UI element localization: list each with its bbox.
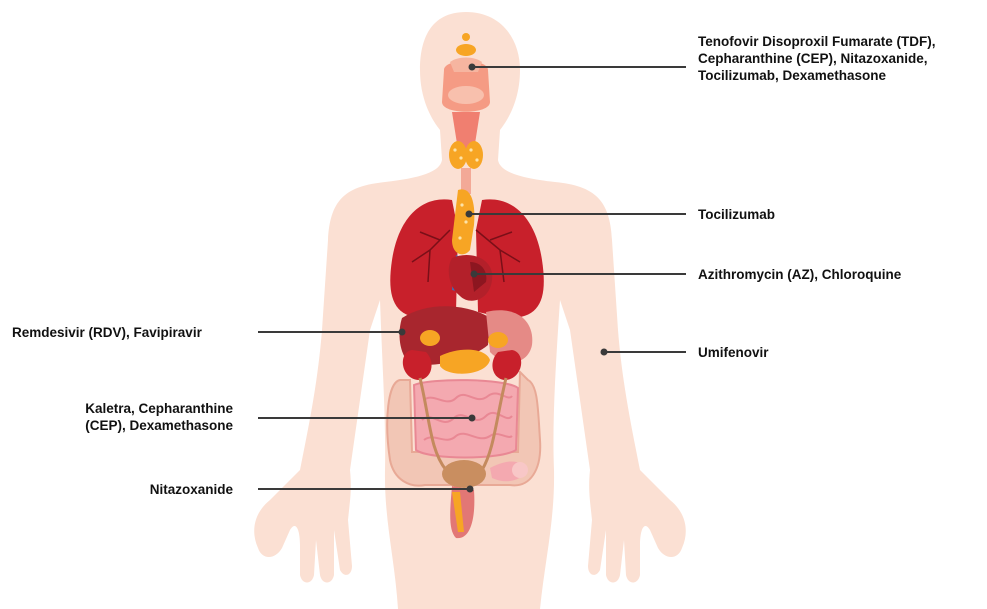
label-intestine: Kaletra, Cepharanthine (CEP), Dexamethas… [85, 400, 233, 434]
label-bladder: Nitazoxanide [150, 481, 233, 498]
label-head-line3: Tocilizumab, Dexamethasone [698, 67, 936, 84]
label-body: Umifenovir [698, 344, 769, 361]
label-liver: Remdesivir (RDV), Favipiravir [12, 324, 202, 341]
label-heart: Azithromycin (AZ), Chloroquine [698, 266, 901, 283]
label-intestine-line1: Kaletra, Cepharanthine [85, 400, 233, 417]
abdominal-organs [400, 306, 533, 380]
label-head-line2: Cepharanthine (CEP), Nitazoxanide, [698, 50, 936, 67]
label-intestine-line2: (CEP), Dexamethasone [85, 417, 233, 434]
label-head-line1: Tenofovir Disoproxil Fumarate (TDF), [698, 33, 936, 50]
label-head: Tenofovir Disoproxil Fumarate (TDF), Cep… [698, 33, 936, 84]
label-thyroid: Tocilizumab [698, 206, 775, 223]
